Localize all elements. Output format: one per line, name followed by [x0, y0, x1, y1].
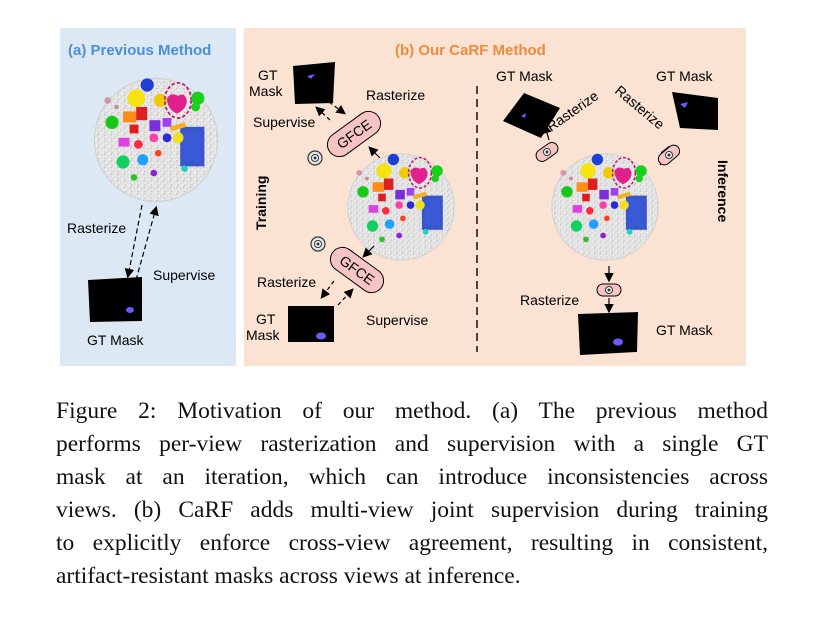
panel-b-title: (b) Our CaRF Method: [395, 42, 546, 59]
training-bottom-camera-icon: [310, 236, 326, 252]
inference-gt-mask-right-label: GT Mask: [656, 68, 714, 84]
training-top-gt-mask: [293, 62, 335, 104]
training-top-rasterize-label: Rasterize: [366, 87, 425, 103]
training-scene-to-top-gfce-arrow: [368, 146, 381, 159]
panel-a-supervise-label: Supervise: [153, 267, 215, 283]
inference-scene: [551, 153, 659, 261]
training-bottom-gt-mask: [288, 306, 334, 342]
training-bottom-rasterize-label: Rasterize: [257, 274, 316, 290]
panel-a-supervise-arrow: [135, 205, 159, 281]
training-bottom-arrow-down: [320, 280, 335, 299]
caption-line-5: to explicitly enforce cross-view agreeme…: [56, 530, 768, 556]
training-scene-to-bottom-gfce-arrow: [362, 245, 375, 258]
training-top-supervise-label: Supervise: [253, 114, 315, 130]
panel-a-gt-mask: [88, 277, 142, 322]
figure-caption: Figure 2: Motivation of our method. (a) …: [56, 395, 768, 593]
inference-gt-mask-right: [672, 92, 718, 130]
training-label: Training: [253, 176, 269, 230]
training-top-camera-icon: [307, 150, 323, 166]
training-top-arrow-down: [328, 101, 346, 115]
training-top-gt-label-line1: GT: [258, 67, 278, 83]
caption-line-3: mask at an iteration, which can introduc…: [56, 464, 768, 490]
inference-bottom-token: [596, 283, 622, 297]
panel-a-rasterize-label: Rasterize: [67, 220, 126, 236]
training-scene: [347, 153, 455, 261]
inference-label: Inference: [715, 160, 731, 222]
inference-gt-mask-left-label: GT Mask: [496, 68, 554, 84]
training-bottom-gt-label-line2: Mask: [246, 327, 280, 343]
figure-2-diagram: (a) Previous Method Rasterize Supervise …: [60, 28, 746, 366]
caption-line-6: artifact-resistant masks across views at…: [56, 563, 521, 589]
panel-a-title: (a) Previous Method: [68, 42, 211, 59]
caption-line-1: Figure 2: Motivation of our method. (a) …: [56, 398, 768, 424]
panel-a-scene: [93, 77, 219, 203]
training-bottom-supervise-label: Supervise: [366, 312, 428, 328]
inference-gt-mask-bottom-label: GT Mask: [656, 322, 714, 338]
caption-line-4: views. (b) CaRF adds multi-view joint su…: [56, 497, 768, 523]
panel-a-gt-mask-label: GT Mask: [87, 332, 145, 348]
inference-left-arrow: [542, 123, 552, 141]
panel-a-rasterize-arrow: [124, 204, 143, 279]
training-top-gt-label-line2: Mask: [249, 83, 283, 99]
training-bottom-gt-label-line1: GT: [256, 311, 276, 327]
training-bottom-arrow-up: [337, 288, 354, 306]
caption-line-2: performs per-view rasterization and supe…: [56, 431, 768, 457]
inference-rasterize-bottom-label: Rasterize: [520, 292, 579, 308]
training-top-arrow-up: [315, 106, 331, 121]
inference-gt-mask-bottom: [578, 312, 638, 355]
